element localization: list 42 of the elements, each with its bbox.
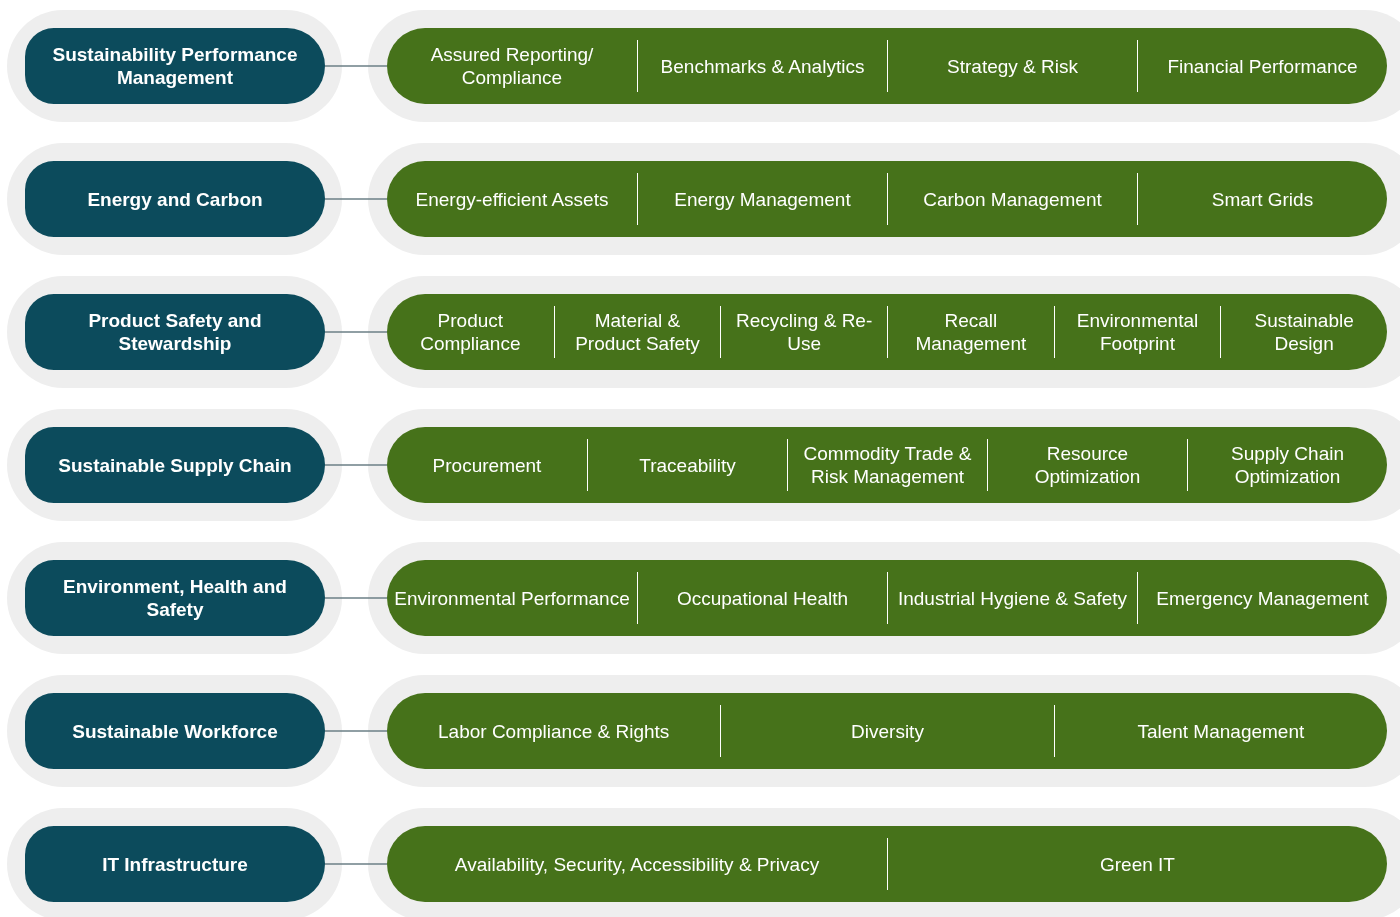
category-cell: Recall Management <box>887 306 1054 358</box>
category-cell: Green IT <box>887 838 1387 890</box>
category-cell: Environmental Footprint <box>1053 306 1221 358</box>
category-cell: Strategy & Risk <box>887 40 1137 92</box>
topic-pill: Sustainable Supply Chain <box>25 427 325 503</box>
category-cell: Supply Chain Optimization <box>1187 439 1387 491</box>
category-cell: Smart Grids <box>1137 173 1387 225</box>
category-cell: Financial Performance <box>1137 40 1387 92</box>
connector-line <box>324 863 388 865</box>
category-cell: Occupational Health <box>637 572 887 624</box>
category-cell: Talent Management <box>1053 705 1387 757</box>
category-cell: Procurement <box>387 439 587 491</box>
category-cell: Product Compliance <box>387 306 554 358</box>
connector-line <box>324 464 388 466</box>
topic-pill: IT Infrastructure <box>25 826 325 902</box>
category-cell: Environmental Performance <box>387 572 637 624</box>
connector-line <box>324 331 388 333</box>
category-cell: Traceability <box>587 439 787 491</box>
category-cell: Diversity <box>720 705 1054 757</box>
category-cell: Availability, Security, Accessibility & Privacy <box>387 838 887 890</box>
category-cell: Resource Optimization <box>987 439 1187 491</box>
category-cell: Benchmarks & Analytics <box>637 40 887 92</box>
category-cell: Sustainable Design <box>1220 306 1387 358</box>
category-cell: Material & Product Safety <box>553 306 721 358</box>
category-cell: Industrial Hygiene & Safety <box>887 572 1137 624</box>
category-cell: Recycling & Re-Use <box>720 306 887 358</box>
category-cell: Commodity Trade & Risk Management <box>787 439 987 491</box>
connector-line <box>324 597 388 599</box>
category-cell: Energy-efficient Assets <box>387 173 637 225</box>
category-cell: Carbon Management <box>887 173 1137 225</box>
category-cell: Energy Management <box>637 173 887 225</box>
connector-line <box>324 198 388 200</box>
topic-pill: Energy and Carbon <box>25 161 325 237</box>
topic-pill: Sustainability Performance Management <box>25 28 325 104</box>
connector-line <box>324 730 388 732</box>
topic-pill: Environment, Health and Safety <box>25 560 325 636</box>
category-cell: Emergency Management <box>1137 572 1387 624</box>
connector-line <box>324 65 388 67</box>
category-cell: Labor Compliance & Rights <box>387 705 721 757</box>
topic-pill: Product Safety and Stewardship <box>25 294 325 370</box>
topic-pill: Sustainable Workforce <box>25 693 325 769</box>
category-cell: Assured Reporting/ Compliance <box>387 40 637 92</box>
